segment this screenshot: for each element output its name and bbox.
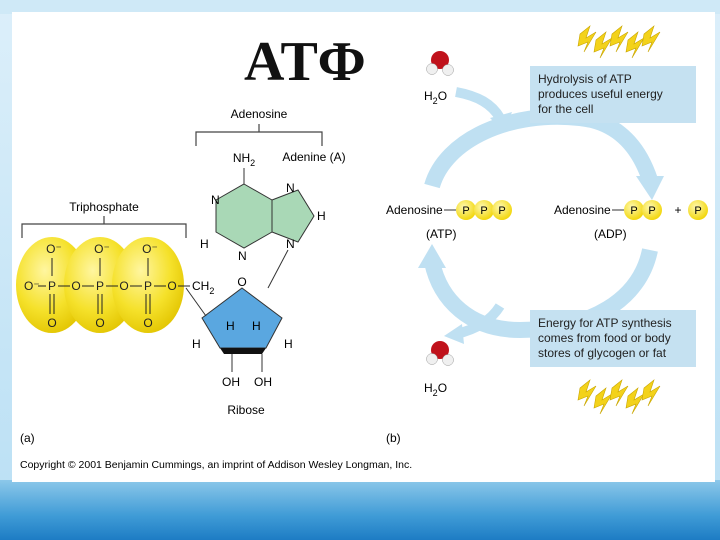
phosphate-sphere-3 (112, 237, 184, 333)
hydrolysis-info-box: Hydrolysis of ATP produces useful energy… (530, 66, 696, 123)
free-phosphate (688, 200, 708, 220)
nh2-label: NH2 (233, 151, 255, 168)
energy-bolts-bottom (577, 379, 661, 415)
phosphate-p-3: P (144, 279, 152, 293)
atp-p-1: P (462, 205, 469, 217)
adenine-n-2: N (286, 181, 295, 195)
adenine-label: Adenine (A) (282, 150, 345, 164)
slide-title: АТФ (244, 31, 367, 93)
synthesis-arc (424, 248, 658, 339)
atp-phosphate-3 (492, 200, 512, 220)
synthesis-line-1: Energy for ATP synthesis (538, 316, 672, 330)
ribose-bold-edge (220, 348, 266, 354)
adenosine-label: Adenosine (231, 107, 288, 121)
plus-sign: + (674, 203, 681, 217)
ribose-ring (201, 287, 283, 349)
adenine-six-ring (215, 183, 273, 249)
hydrolysis-line-2: produces useful energy (538, 87, 663, 101)
triphosphate-bracket (21, 216, 187, 238)
water-label-bottom: H2O (424, 381, 447, 398)
phosphate-bottom-o-3: O (143, 316, 152, 330)
background-top-band (0, 0, 720, 14)
water-in-arrow (455, 87, 505, 121)
phosphate-o-minus-end: O⁻ (24, 279, 40, 293)
adenine-n-3: N (286, 237, 295, 251)
hydrolysis-arc (424, 108, 658, 189)
adenine-h-2: H (317, 209, 326, 223)
atp-phosphate-2 (474, 200, 494, 220)
ribose-label: Ribose (227, 403, 265, 417)
synthesis-arrowhead (418, 244, 446, 268)
ribose-ch2-bond (185, 287, 207, 317)
adenine-n-4: N (238, 249, 247, 263)
ribose-oh-1: OH (222, 375, 240, 389)
phosphate-bridge-o-2: O (119, 279, 128, 293)
water-molecule-bottom (426, 341, 454, 366)
phosphate-bonds (38, 258, 190, 314)
atp-p-2: P (480, 205, 487, 217)
adenine-h-1: H (200, 237, 209, 251)
adenosine-atp-label: Adenosine (386, 203, 443, 217)
ribose-h-4: H (284, 337, 293, 351)
hydrolysis-line-3: for the cell (538, 102, 594, 116)
phosphate-chain: O⁻ P O P O P O O⁻ O⁻ O⁻ O O O (24, 242, 177, 330)
phosphate-top-o-2: O⁻ (94, 242, 110, 256)
adp-phosphate-2 (642, 200, 662, 220)
adenine-n-1: N (211, 193, 220, 207)
synthesis-info-box: Energy for ATP synthesis comes from food… (530, 310, 696, 367)
adenosine-adp-label: Adenosine (554, 203, 611, 217)
glycosidic-bond (267, 249, 289, 289)
adp-phosphate-1 (624, 200, 644, 220)
adp-p-2: P (648, 205, 655, 217)
hydrolysis-line-1: Hydrolysis of ATP (538, 72, 632, 86)
adenosine-bracket (195, 124, 323, 146)
background-bottom-band (0, 480, 720, 540)
atp-label: (ATP) (426, 227, 456, 241)
phosphate-top-o-3: O⁻ (142, 242, 158, 256)
energy-bolts-top (577, 25, 661, 59)
water-molecule-top (426, 51, 454, 76)
phosphate-top-o-1: O⁻ (46, 242, 62, 256)
ribose-o: O (237, 275, 246, 289)
phosphate-bottom-o-1: O (47, 316, 56, 330)
adenine-five-ring (271, 189, 315, 243)
phosphate-bridge-o-1: O (71, 279, 80, 293)
triphosphate-label: Triphosphate (69, 200, 139, 214)
water-label-top: H2O (424, 89, 447, 106)
phosphate-p-2: P (96, 279, 104, 293)
ch2-label: CH2 (192, 279, 214, 296)
ribose-h-2: H (252, 319, 261, 333)
atp-phosphate-1 (456, 200, 476, 220)
adp-label: (ADP) (594, 227, 627, 241)
phosphate-p-1: P (48, 279, 56, 293)
copyright-notice: Copyright © 2001 Benjamin Cummings, an i… (20, 459, 412, 471)
synthesis-line-2: comes from food or body (538, 331, 671, 345)
ribose-h-1: H (226, 319, 235, 333)
hydrolysis-arrowhead (636, 176, 664, 200)
ribose-h-3: H (192, 337, 201, 351)
panel-a-letter: (a) (20, 431, 35, 445)
atp-p-3: P (498, 205, 505, 217)
phosphate-bridge-o-3: O (167, 279, 176, 293)
synthesis-line-3: stores of glycogen or fat (538, 346, 667, 360)
phosphate-bottom-o-2: O (95, 316, 104, 330)
panel-b-letter: (b) (386, 431, 401, 445)
free-p: P (694, 205, 701, 217)
adp-p-1: P (630, 205, 637, 217)
ribose-oh-2: OH (254, 375, 272, 389)
